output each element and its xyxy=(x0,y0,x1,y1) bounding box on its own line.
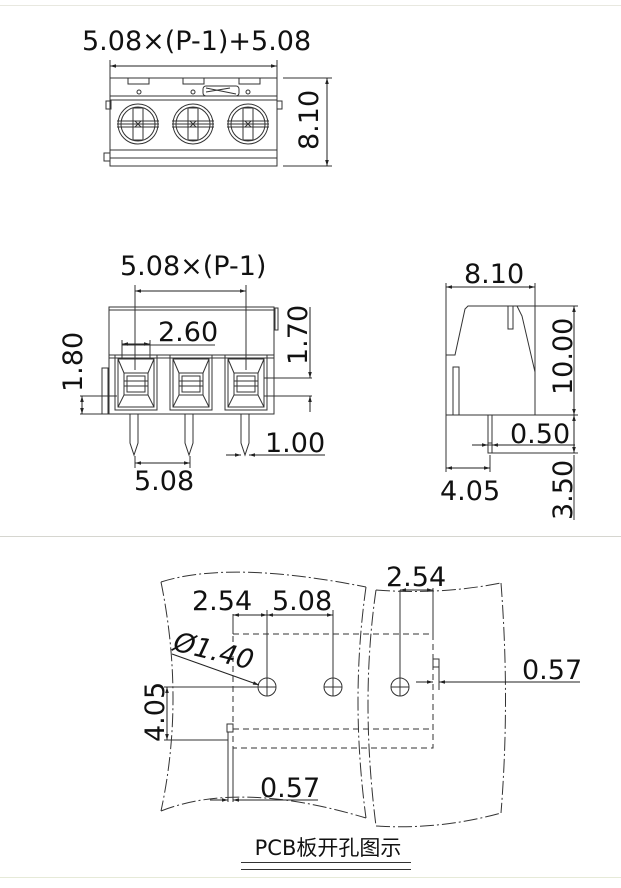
caption-underline-bottom xyxy=(241,869,411,870)
top-view: 5.08×(P-1)+5.08 xyxy=(82,26,332,167)
pin-thickness-label: 0.50 xyxy=(510,419,570,450)
top-separator xyxy=(0,5,621,6)
hole-pitch-label: 5.08 xyxy=(272,586,332,617)
pcb-hole-2 xyxy=(323,677,343,697)
section-separator xyxy=(0,536,621,537)
pitch-formula-label: 5.08×(P-1) xyxy=(120,251,266,282)
pin-2 xyxy=(184,414,194,457)
pin-3 xyxy=(240,414,250,457)
body-height-label: 10.00 xyxy=(548,318,579,395)
right-edge-offset-label: 2.54 xyxy=(386,562,446,593)
top-height-label: 8.10 xyxy=(294,90,325,150)
side-clearance-label: 0.57 xyxy=(522,655,582,686)
bottom-offset-label: 1.80 xyxy=(58,332,89,392)
screw-1 xyxy=(117,103,159,145)
front-view: 5.08×(P-1) xyxy=(58,251,325,497)
pcb-hole-3 xyxy=(390,677,410,697)
edge-offset-label: 2.54 xyxy=(192,586,252,617)
depth-label: 8.10 xyxy=(464,259,524,290)
pin-length-label: 3.50 xyxy=(548,460,579,520)
caption-underline-top xyxy=(241,862,411,863)
pin-1 xyxy=(129,414,139,457)
pin-offset-label: 4.05 xyxy=(440,476,500,507)
bottom-clearance-label: 0.57 xyxy=(260,773,320,804)
wire-opening-3 xyxy=(224,354,268,411)
opening-width-label: 2.60 xyxy=(158,317,218,348)
pin-pitch-label: 5.08 xyxy=(134,466,194,497)
wire-opening-1 xyxy=(114,354,158,411)
top-offset-label: 1.70 xyxy=(283,305,314,365)
wire-opening-2 xyxy=(169,354,213,411)
row-offset-label: 4.05 xyxy=(140,682,171,742)
bottom-separator xyxy=(0,877,621,878)
figure-caption: PCB板开孔图示 xyxy=(254,836,402,860)
pcb-layout: 2.54 5.08 2.54 Ø1.40 4.05 0.57 0.57 xyxy=(140,562,582,828)
top-width-label: 5.08×(P-1)+5.08 xyxy=(82,26,311,57)
screw-3 xyxy=(227,103,269,145)
side-view: 8.10 10.00 0.50 3.50 4.05 xyxy=(440,259,579,520)
pin-width-label: 1.00 xyxy=(265,428,325,459)
screw-2 xyxy=(172,103,214,145)
pcb-hole-1 xyxy=(257,677,277,697)
